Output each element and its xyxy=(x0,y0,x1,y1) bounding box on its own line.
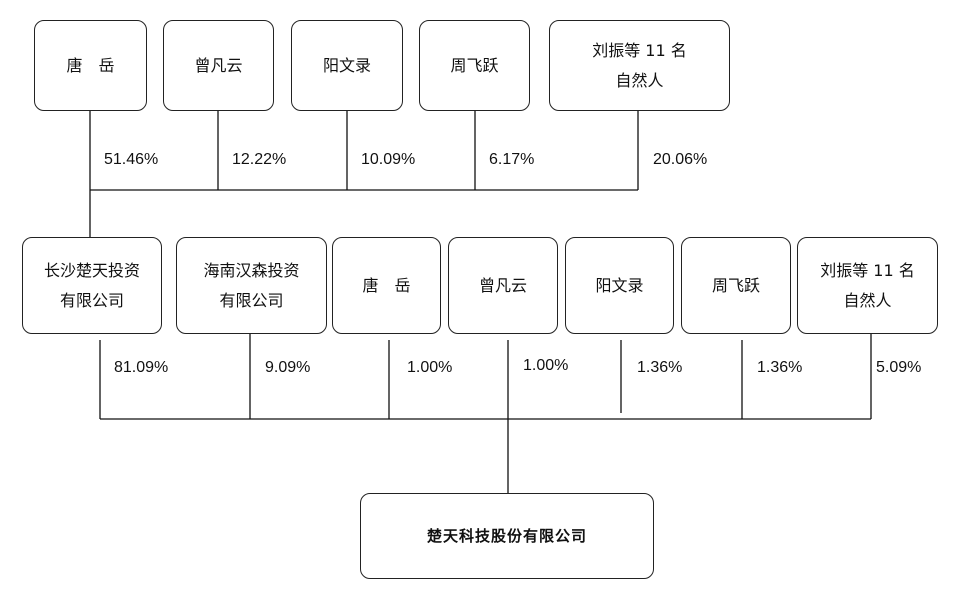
share-percent-zhou-feiyue-bottom: 1.36% xyxy=(757,359,803,376)
holder-name-line1: 刘振等 11 名 xyxy=(820,260,915,280)
holder-box-liu-zhen-group-top: 刘振等 11 名 自然人 xyxy=(549,20,730,111)
share-percent-liu-zhen-group-top: 20.06% xyxy=(653,151,708,168)
holder-name-line2: 自然人 xyxy=(843,290,892,310)
holder-name: 周飞跃 xyxy=(450,55,499,75)
holder-box-zeng-fanyun-top: 曾凡云 xyxy=(163,20,274,111)
company-box: 楚天科技股份有限公司 xyxy=(360,493,654,579)
holder-box-yang-wenlu-top: 阳文录 xyxy=(291,20,403,111)
holder-box-yang-wenlu-bottom: 阳文录 xyxy=(565,237,674,334)
share-percent-yang-wenlu-bottom: 1.36% xyxy=(637,359,683,376)
holder-name-line1: 长沙楚天投资 xyxy=(43,260,140,280)
holder-name-line2: 有限公司 xyxy=(219,290,284,310)
share-percent-hainan-hansen: 9.09% xyxy=(265,359,311,376)
holder-name: 曾凡云 xyxy=(478,275,527,295)
holder-name: 唐 岳 xyxy=(362,275,411,295)
holder-name-line2: 自然人 xyxy=(615,70,664,90)
holder-box-zhou-feiyue-bottom: 周飞跃 xyxy=(681,237,791,334)
share-percent-zhou-feiyue-top: 6.17% xyxy=(489,151,535,168)
share-percent-tang-yue-top: 51.46% xyxy=(104,151,159,168)
share-percent-tang-yue-bottom: 1.00% xyxy=(407,359,453,376)
holder-name-line2: 有限公司 xyxy=(59,290,124,310)
share-percent-changsha-chutian: 81.09% xyxy=(114,359,169,376)
holder-name: 曾凡云 xyxy=(194,55,243,75)
holder-name: 阳文录 xyxy=(322,55,371,75)
holder-box-tang-yue-bottom: 唐 岳 xyxy=(332,237,441,334)
holder-box-zeng-fanyun-bottom: 曾凡云 xyxy=(448,237,558,334)
share-percent-zeng-fanyun-bottom: 1.00% xyxy=(523,357,569,374)
holder-box-zhou-feiyue-top: 周飞跃 xyxy=(419,20,530,111)
share-percent-zeng-fanyun-top: 12.22% xyxy=(232,151,287,168)
company-name: 楚天科技股份有限公司 xyxy=(426,527,587,545)
share-percent-yang-wenlu-top: 10.09% xyxy=(361,151,416,168)
share-percent-liu-zhen-group-bottom: 5.09% xyxy=(876,359,922,376)
holder-name: 唐 岳 xyxy=(66,55,115,75)
holder-box-changsha-chutian: 长沙楚天投资 有限公司 xyxy=(22,237,162,334)
holder-box-hainan-hansen: 海南汉森投资 有限公司 xyxy=(176,237,327,334)
holder-box-liu-zhen-group-bottom: 刘振等 11 名 自然人 xyxy=(797,237,938,334)
holder-name-line1: 海南汉森投资 xyxy=(203,260,300,280)
holder-name: 阳文录 xyxy=(595,275,644,295)
holder-name-line1: 刘振等 11 名 xyxy=(592,40,687,60)
holder-name: 周飞跃 xyxy=(711,275,760,295)
holder-box-tang-yue-top: 唐 岳 xyxy=(34,20,147,111)
